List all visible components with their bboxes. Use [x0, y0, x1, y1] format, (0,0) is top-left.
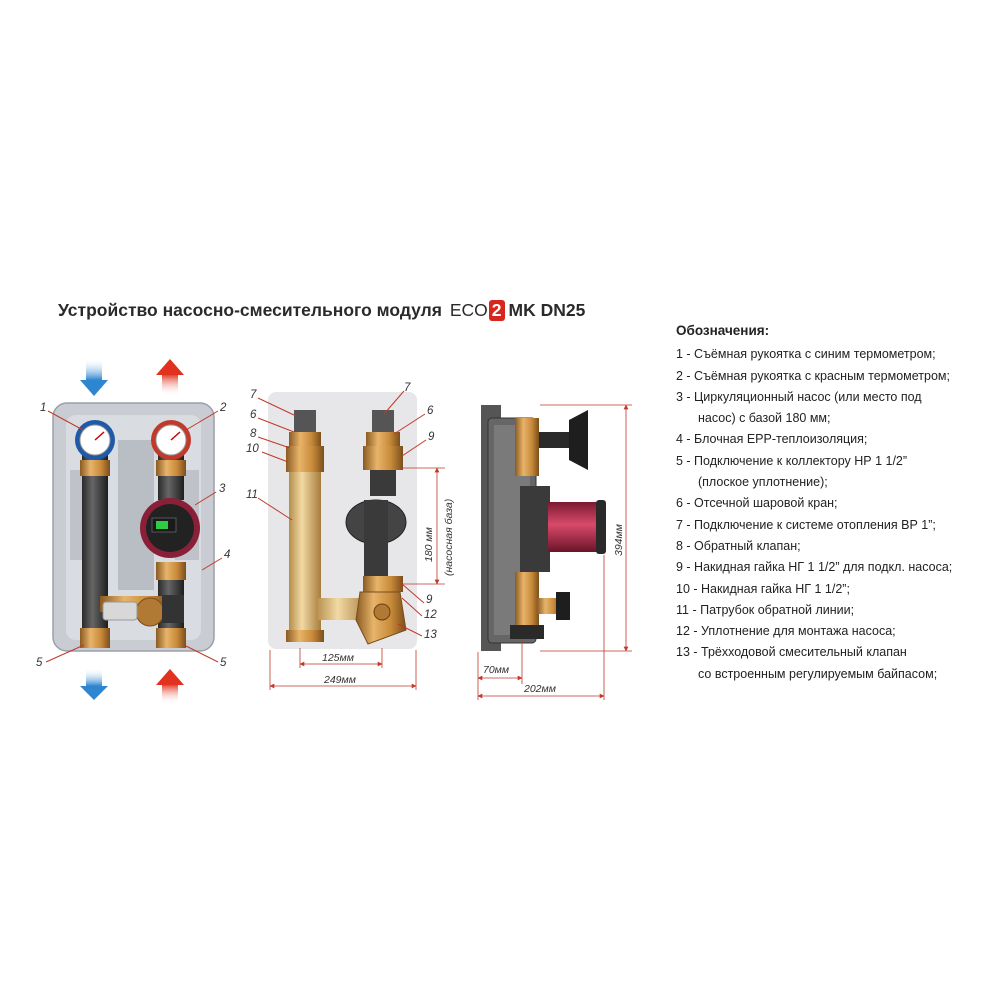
flow-arrow-bottom-left	[80, 668, 108, 700]
callout-10: 10	[246, 443, 259, 455]
legend-item-2: 2 - Съёмная рукоятка с красным термометр…	[676, 366, 996, 387]
circulation-pump	[140, 498, 200, 558]
dimension-249: 249мм	[323, 674, 356, 686]
flow-arrow-top-left	[80, 358, 108, 396]
title-prefix: Устройство насосно-смесительного модуля	[58, 300, 442, 320]
callout-9a: 9	[428, 431, 435, 443]
flow-arrow-bottom-right	[156, 669, 184, 704]
legend-item-text: 8 - Обратный клапан;	[676, 538, 801, 553]
dimension-394: 394мм	[613, 524, 625, 556]
mixing-valve	[100, 595, 184, 627]
callout-7a: 7	[250, 389, 257, 401]
red-thermometer-handle	[151, 420, 191, 460]
callout-6b: 6	[427, 405, 434, 417]
legend-item-text: 11 - Патрубок обратной линии;	[676, 602, 855, 617]
side-bottom-valve	[510, 572, 570, 639]
side-view: 394мм 70мм 202мм	[477, 404, 632, 700]
brand-number: 2	[488, 300, 505, 321]
legend-item-text: 1 - Съёмная рукоятка с синим термометром…	[676, 347, 936, 362]
middle-dimensions: 125мм 249мм 180 мм (насосная база)	[269, 467, 455, 690]
dimension-70: 70мм	[483, 664, 509, 676]
model-name: MK DN25	[508, 300, 586, 320]
legend-item-9: 9 - Накидная гайка НГ 1 1/2” для подкл. …	[676, 557, 996, 578]
legend-item-8: 8 - Обратный клапан;	[676, 536, 996, 557]
callout-9b: 9	[426, 594, 433, 606]
legend-item-text: 2 - Съёмная рукоятка с красным термометр…	[676, 368, 950, 383]
middle-view: 7 6 8 10 11 7 6 9 9 12 13 125мм	[246, 382, 455, 690]
legend-item-text: 5 - Подключение к коллектору НР 1 1/2”	[676, 453, 908, 468]
legend-item-7: 7 - Подключение к системе отопления ВР 1…	[676, 515, 996, 536]
legend-item-3: 3 - Циркуляционный насос (или место под н…	[676, 387, 996, 430]
supply-pipe-assembly	[345, 410, 407, 645]
dimension-180-note: (насосная база)	[443, 499, 455, 576]
flow-arrow-top-right	[156, 359, 184, 396]
legend-item-text: 6 - Отсечной шаровой кран;	[676, 496, 838, 511]
legend-item-text: 4 - Блочная EPP-теплоизоляция;	[676, 432, 868, 447]
side-pump-motor	[548, 502, 598, 552]
legend-item-12: 12 - Уплотнение для монтажа насоса;	[676, 621, 996, 642]
nut-right-top	[363, 446, 403, 470]
cutoff-valve-left	[294, 410, 316, 432]
side-top-valve	[515, 410, 588, 476]
callout-4: 4	[224, 549, 230, 561]
callout-6a: 6	[250, 409, 257, 421]
brand-name: ECO	[449, 300, 488, 320]
side-handle-icon	[569, 410, 588, 470]
return-pipe-assembly	[286, 410, 370, 642]
legend-item-continuation: (плоское уплотнение);	[698, 475, 828, 490]
legend-item-text: 10 - Накидная гайка НГ 1 1/2”;	[676, 581, 850, 596]
legend-item-4: 4 - Блочная EPP-теплоизоляция;	[676, 429, 996, 450]
legend-item-1: 1 - Съёмная рукоятка с синим термометром…	[676, 344, 996, 365]
side-pump	[520, 486, 606, 572]
legend-item-continuation: со встроенным регулируемым байпасом;	[698, 666, 938, 681]
front-callouts: 1 2 3 4 5 5	[36, 402, 230, 669]
callout-5b: 5	[220, 657, 227, 669]
middle-callouts: 7 6 8 10 11 7 6 9 9 12 13	[246, 382, 437, 641]
legend-item-6: 6 - Отсечной шаровой кран;	[676, 493, 996, 514]
legend-item-13: 13 - Трёхходовой смесительный клапан со в…	[676, 642, 996, 685]
callout-7b: 7	[404, 382, 411, 394]
dimension-202: 202мм	[523, 683, 556, 695]
page-title: Устройство насосно-смесительного модуля …	[58, 300, 585, 321]
callout-5a: 5	[36, 657, 43, 669]
legend-item-text: 13 - Трёхходовой смесительный клапан	[676, 645, 907, 660]
callout-12: 12	[424, 609, 437, 621]
legend-item-text: 3 - Циркуляционный насос (или место под	[676, 389, 922, 404]
legend-heading: Обозначения:	[676, 323, 770, 338]
callout-3: 3	[219, 483, 226, 495]
blue-thermometer-handle	[75, 420, 115, 460]
callout-1: 1	[40, 402, 46, 414]
nut-left	[286, 446, 324, 472]
legend-item-5: 5 - Подключение к коллектору НР 1 1/2” (п…	[676, 451, 996, 494]
nut-right-bottom	[363, 576, 403, 592]
legend-item-text: 12 - Уплотнение для монтажа насоса;	[676, 624, 896, 639]
callout-8: 8	[250, 428, 257, 440]
legend-item-11: 11 - Патрубок обратной линии;	[676, 600, 996, 621]
legend-item-text: 7 - Подключение к системе отопления ВР 1…	[676, 517, 936, 532]
callout-11: 11	[246, 489, 258, 501]
dimension-180: 180 мм	[423, 527, 435, 562]
callout-13: 13	[424, 629, 437, 641]
legend-item-continuation: насос) с базой 180 мм;	[698, 411, 831, 426]
return-pipe	[289, 472, 321, 630]
side-dimensions: 394мм 70мм 202мм	[477, 404, 632, 700]
legend-item-text: 9 - Накидная гайка НГ 1 1/2” для подкл. …	[676, 560, 953, 575]
cutoff-valve-right	[372, 410, 394, 432]
legend-item-10: 10 - Накидная гайка НГ 1 1/2”;	[676, 579, 996, 600]
callout-2: 2	[219, 402, 227, 414]
legend: Обозначения: 1 - Съёмная рукоятка с сини…	[676, 320, 996, 685]
front-view: 1 2 3 4 5 5	[36, 358, 230, 704]
dimension-125: 125мм	[322, 652, 354, 664]
